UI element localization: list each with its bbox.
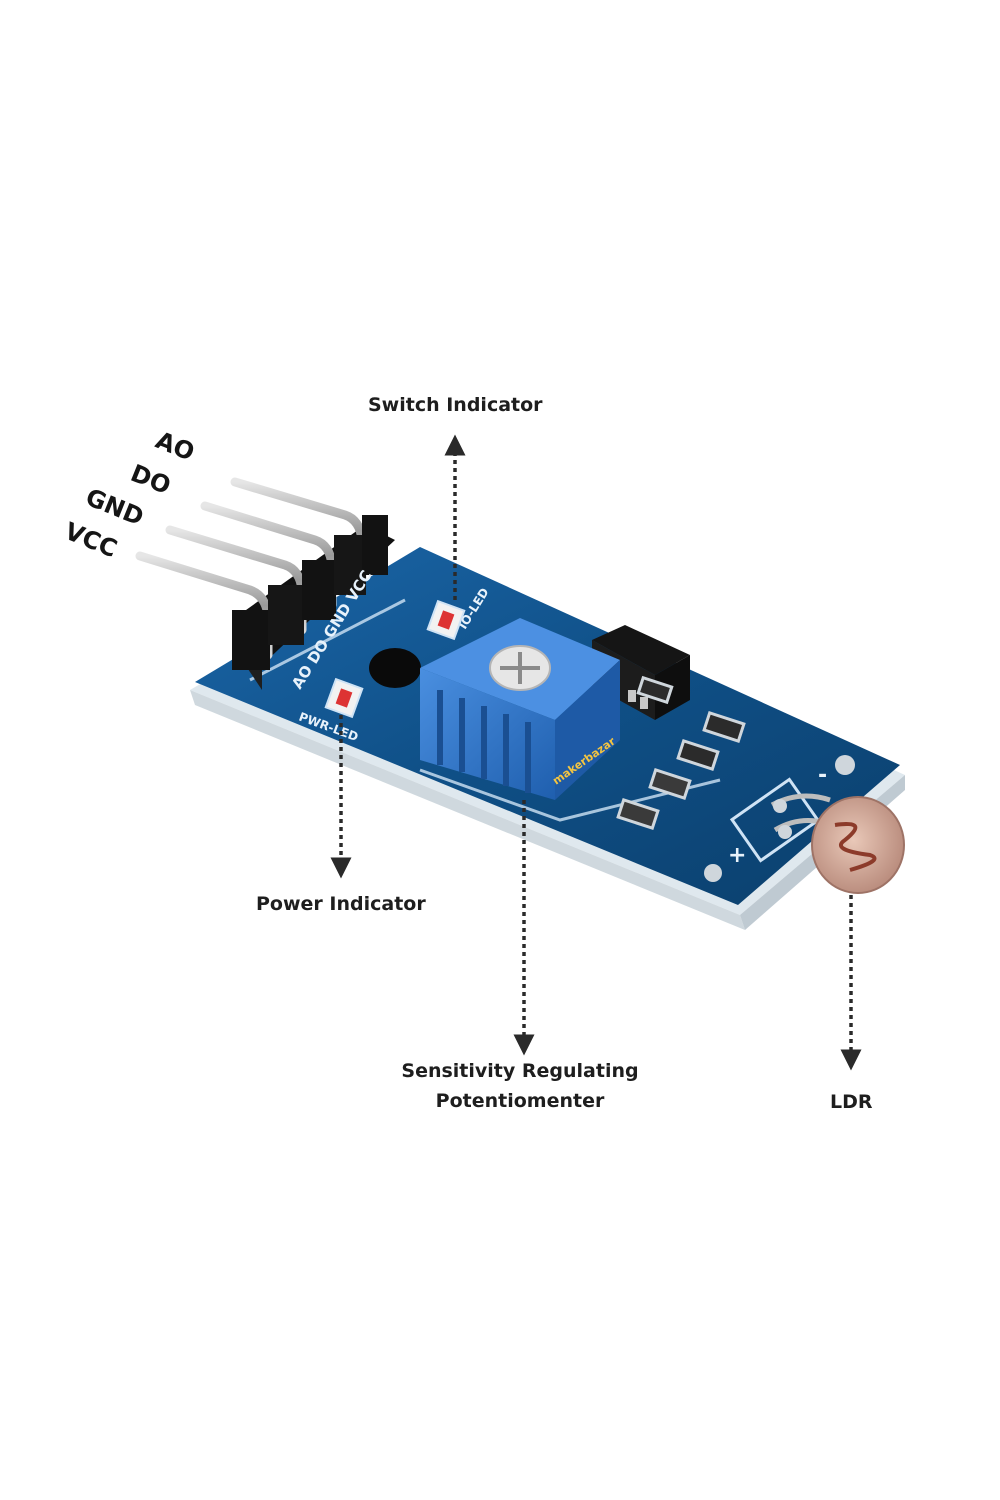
switch-led — [426, 599, 466, 641]
switch-indicator-label: Switch Indicator — [368, 394, 543, 416]
ldr-label: LDR — [830, 1091, 873, 1113]
smd-components — [616, 675, 746, 831]
pin-header — [135, 477, 395, 690]
potentiometer: makerbazar — [420, 618, 620, 800]
silkscreen-plus: + — [728, 843, 746, 868]
screw-pad-right — [835, 755, 855, 775]
ldr-sensor — [729, 777, 905, 894]
pot-ridges — [437, 690, 531, 793]
silkscreen-minus: - — [818, 763, 827, 788]
potentiometer-label-line1: Sensitivity Regulating — [401, 1060, 639, 1082]
mounting-hole — [369, 648, 421, 688]
power-led — [324, 677, 364, 719]
power-indicator-label: Power Indicator — [256, 893, 426, 915]
screw-pad-left — [704, 864, 722, 882]
potentiometer-label-line2: Potentiomenter — [435, 1090, 605, 1113]
callout-arrows — [330, 434, 862, 1071]
potentiometer-label: Sensitivity Regulating Potentiomenter — [390, 1056, 650, 1117]
